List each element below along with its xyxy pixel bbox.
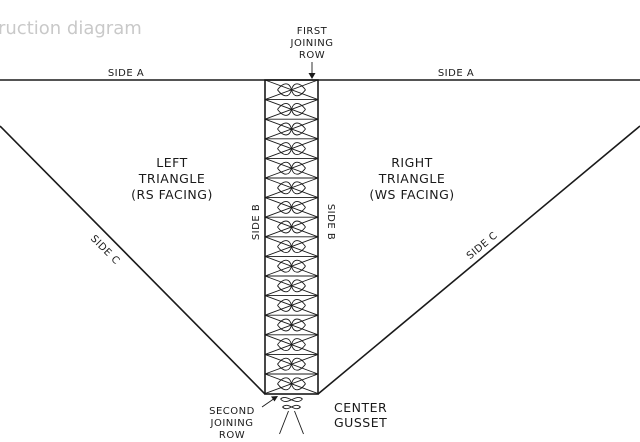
stitch-loop [277,83,306,97]
svg-text:TRIANGLE: TRIANGLE [138,171,205,186]
center-gusset-stitches [279,397,304,435]
gusset-loop [282,404,301,410]
gusset-tail [294,410,304,435]
diagram-title: ruction diagram [0,18,142,39]
stitch-loop [277,161,306,175]
svg-text:TRIANGLE: TRIANGLE [378,171,445,186]
svg-text:LEFT: LEFT [156,155,187,170]
stitch-loop [277,102,306,116]
side-a-right-label: SIDE A [438,68,474,79]
stitch-loop [277,357,306,371]
second-joining-row-arrowhead [271,396,278,402]
svg-text:ROW: ROW [299,50,325,61]
first-joining-row-arrowhead [308,73,316,79]
first-joining-row-label: FIRST JOINING ROW [290,26,334,61]
stitch-loop [277,318,306,332]
side-a-left-label: SIDE A [108,68,144,79]
second-joining-row-arrow [261,397,276,408]
svg-text:JOINING: JOINING [210,418,254,429]
svg-text:SECOND: SECOND [209,406,255,417]
svg-text:(WS FACING): (WS FACING) [369,187,454,202]
left-triangle-label: LEFT TRIANGLE (RS FACING) [131,155,213,202]
svg-text:ROW: ROW [219,430,245,441]
svg-text:(RS FACING): (RS FACING) [131,187,213,202]
svg-text:GUSSET: GUSSET [334,415,387,430]
stitch-loop [277,142,306,156]
right-triangle-label: RIGHT TRIANGLE (WS FACING) [369,155,454,202]
gusset-tail [279,410,289,435]
side-c-left-label: SIDE C [88,233,121,267]
stitch-loop [277,377,306,391]
stitch-loop [277,240,306,254]
stitch-loop [277,200,306,214]
side-b-left-label: SIDE B [251,204,262,240]
side-c-left-edge [0,125,266,395]
center-gusset-label: CENTER GUSSET [334,400,387,430]
stitch-loop [277,220,306,234]
stitch-loop [277,298,306,312]
svg-text:JOINING: JOINING [290,38,334,49]
stitch-loop [277,338,306,352]
svg-text:RIGHT: RIGHT [391,155,433,170]
side-c-right-edge [317,125,640,395]
joining-stitch-pattern [264,79,319,395]
stitch-loop [277,122,306,136]
stitch-loop [277,181,306,195]
stitch-loop [277,279,306,293]
gusset-loop [280,397,303,402]
side-b-right-label: SIDE B [325,204,336,240]
svg-text:FIRST: FIRST [297,26,328,37]
stitch-loop [277,259,306,273]
second-joining-row-label: SECOND JOINING ROW [209,406,255,441]
svg-text:CENTER: CENTER [334,400,387,415]
